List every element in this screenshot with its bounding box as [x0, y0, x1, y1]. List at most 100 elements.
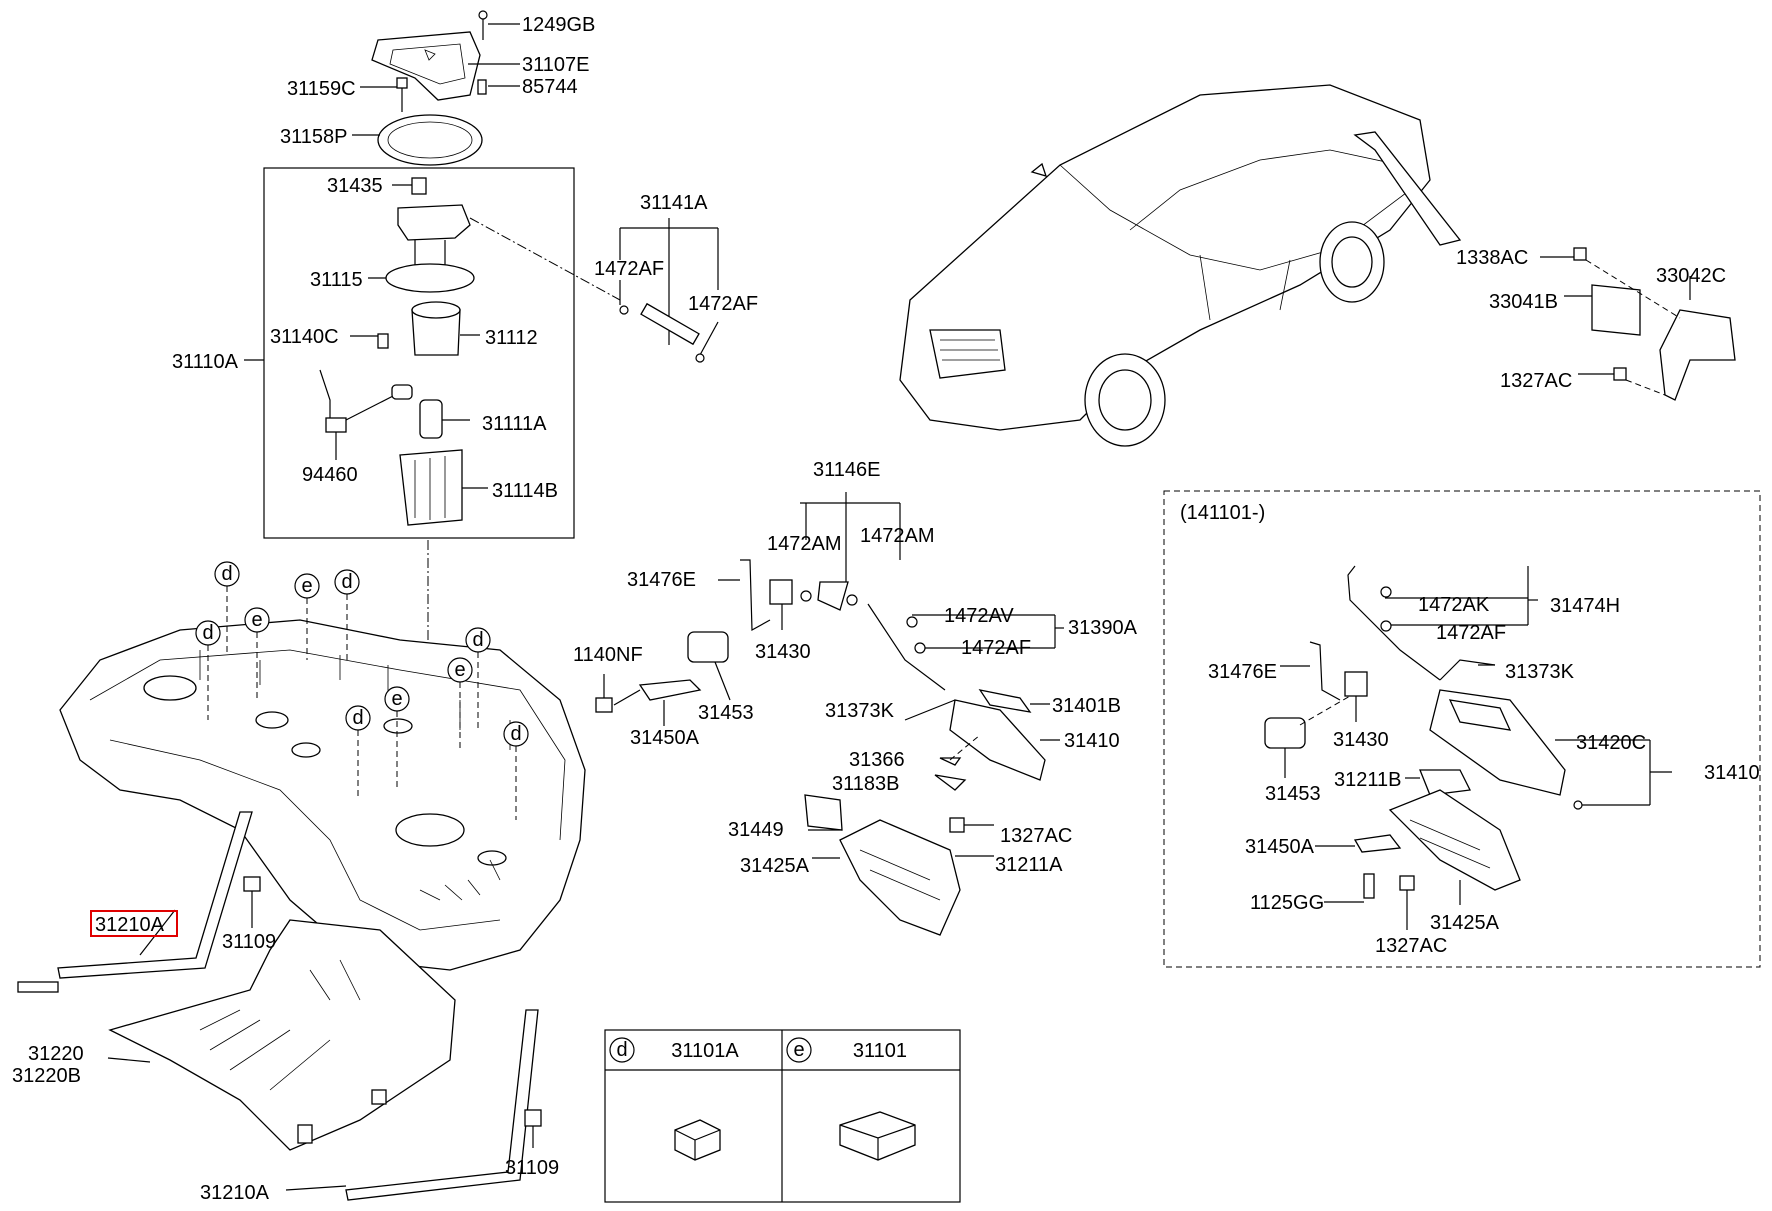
label-1327AC-a[interactable]: 1327AC — [1000, 825, 1072, 847]
label-1472AV[interactable]: 1472AV — [944, 605, 1014, 627]
callout-d-3: d — [334, 569, 360, 660]
bracket-31211B[interactable] — [1419, 769, 1471, 796]
bolt-1125GG[interactable] — [1363, 873, 1375, 899]
valve-31430-b[interactable] — [1344, 671, 1368, 697]
hose-31141A[interactable] — [640, 302, 700, 346]
label-1327AC-c[interactable]: 1327AC — [1375, 935, 1447, 957]
label-31211A[interactable]: 31211A — [995, 854, 1063, 876]
label-94460[interactable]: 94460 — [302, 464, 358, 486]
bracket-31450A-a[interactable] — [638, 679, 702, 701]
label-1472AM-a[interactable]: 1472AM — [767, 533, 842, 555]
label-31476E-a[interactable]: 31476E — [627, 569, 696, 591]
label-31390A[interactable]: 31390A — [1068, 617, 1138, 639]
label-1472AF-b[interactable]: 1472AF — [688, 293, 758, 315]
label-31425A-b[interactable]: 31425A — [1430, 912, 1500, 934]
label-31449[interactable]: 31449 — [728, 819, 784, 841]
label-31107E[interactable]: 31107E — [522, 54, 589, 76]
label-31453-b[interactable]: 31453 — [1265, 783, 1321, 805]
bracket-31450A-b[interactable] — [1353, 834, 1402, 853]
label-31401B[interactable]: 31401B — [1052, 695, 1121, 717]
label-31210A-b[interactable]: 31210A — [200, 1182, 270, 1204]
seal-31183B[interactable] — [934, 774, 967, 791]
label-31159C[interactable]: 31159C — [287, 78, 356, 100]
fuel-tank[interactable] — [59, 619, 586, 971]
label-31183B[interactable]: 31183B — [832, 773, 899, 795]
bolt-31159C[interactable] — [396, 77, 408, 89]
label-31430-b[interactable]: 31430 — [1333, 729, 1389, 751]
label-1140NF[interactable]: 1140NF — [573, 644, 643, 666]
bushing-31109-b[interactable] — [524, 1109, 542, 1127]
nut-1327AC-a[interactable] — [949, 817, 965, 833]
label-1472AF-a[interactable]: 1472AF — [594, 258, 664, 280]
seal-31366[interactable] — [939, 757, 962, 766]
heat-shield[interactable] — [108, 919, 456, 1151]
sender-94460[interactable] — [325, 417, 347, 433]
label-31220[interactable]: 31220 — [28, 1043, 84, 1065]
filter-31410-a[interactable] — [949, 699, 1046, 781]
label-31211B[interactable]: 31211B — [1334, 769, 1401, 791]
label-31373K-b[interactable]: 31373K — [1505, 661, 1575, 683]
label-1327AC-b[interactable]: 1327AC — [1500, 370, 1572, 392]
label-31474H[interactable]: 31474H — [1550, 595, 1620, 617]
label-31158P[interactable]: 31158P — [280, 126, 347, 148]
label-141101[interactable]: (141101-) — [1180, 502, 1265, 524]
legend-table: d 31101A e 31101 — [604, 1029, 961, 1203]
reservoir-31114B[interactable] — [399, 449, 463, 526]
label-33042C[interactable]: 33042C — [1656, 265, 1726, 287]
label-1472AF-d[interactable]: 1472AF — [1436, 622, 1506, 644]
valve-31430-a[interactable] — [769, 579, 793, 605]
canister-31453-a[interactable] — [687, 631, 729, 663]
label-33041B[interactable]: 33041B — [1489, 291, 1558, 313]
label-1338AC[interactable]: 1338AC — [1456, 247, 1528, 269]
ecu-33041B[interactable] — [1591, 284, 1641, 336]
label-31366[interactable]: 31366 — [849, 749, 905, 771]
label-31141A[interactable]: 31141A — [640, 192, 708, 214]
label-31450A-a[interactable]: 31450A — [630, 727, 700, 749]
bracket-33042C[interactable] — [1659, 309, 1736, 401]
label-31110A[interactable]: 31110A — [172, 351, 239, 373]
label-31420C[interactable]: 31420C — [1576, 732, 1646, 754]
label-31112[interactable]: 31112 — [485, 327, 538, 349]
o-ring-31115[interactable] — [385, 263, 475, 293]
plate-31449[interactable] — [804, 794, 843, 831]
bolt-85744[interactable] — [477, 79, 487, 95]
label-31146E[interactable]: 31146E — [813, 459, 880, 481]
bushing-31109-a[interactable] — [243, 876, 261, 892]
label-31114B[interactable]: 31114B — [492, 480, 558, 502]
cover-plate[interactable] — [371, 31, 481, 101]
label-31410-a[interactable]: 31410 — [1064, 730, 1120, 752]
label-31430-a[interactable]: 31430 — [755, 641, 811, 663]
filter-31111A[interactable] — [419, 399, 443, 439]
label-31453-a[interactable]: 31453 — [698, 702, 754, 724]
label-31450A-b[interactable]: 31450A — [1245, 836, 1315, 858]
label-31111A[interactable]: 31111A — [482, 413, 547, 435]
tank-strap-right[interactable] — [345, 1009, 539, 1201]
retainer-ring[interactable] — [377, 114, 483, 166]
label-31140C[interactable]: 31140C — [270, 326, 339, 348]
label-31435[interactable]: 31435 — [327, 175, 383, 197]
label-31220B[interactable]: 31220B — [12, 1065, 81, 1087]
label-1472AM-b[interactable]: 1472AM — [860, 525, 935, 547]
label-1125GG[interactable]: 1125GG — [1250, 892, 1324, 914]
bracket-31425A-b[interactable] — [1388, 789, 1521, 891]
label-31410-b[interactable]: 31410 — [1704, 762, 1760, 784]
label-31373K-a[interactable]: 31373K — [825, 700, 895, 722]
bolt-1140NF[interactable] — [595, 697, 613, 713]
label-31109-a[interactable]: 31109 — [222, 931, 276, 953]
label-1472AF-c[interactable]: 1472AF — [961, 637, 1031, 659]
canister-31453-b[interactable] — [1264, 717, 1306, 749]
label-31109-b[interactable]: 31109 — [505, 1157, 559, 1179]
nut-1327AC-c[interactable] — [1399, 875, 1415, 891]
pump-module-parts — [244, 177, 488, 526]
label-31425A-a[interactable]: 31425A — [740, 855, 810, 877]
label-1249GB[interactable]: 1249GB — [522, 14, 595, 36]
bracket-31425A-a[interactable] — [839, 819, 961, 936]
label-31476E-b[interactable]: 31476E — [1208, 661, 1277, 683]
label-31210A-highlighted[interactable]: 31210A — [95, 914, 165, 936]
label-31115[interactable]: 31115 — [310, 269, 363, 291]
label-1472AK[interactable]: 1472AK — [1418, 594, 1490, 616]
sensor-31140C[interactable] — [377, 333, 389, 349]
pump-flange[interactable] — [397, 204, 471, 241]
label-85744[interactable]: 85744 — [522, 76, 578, 98]
tank-strap-left[interactable] — [17, 811, 253, 993]
